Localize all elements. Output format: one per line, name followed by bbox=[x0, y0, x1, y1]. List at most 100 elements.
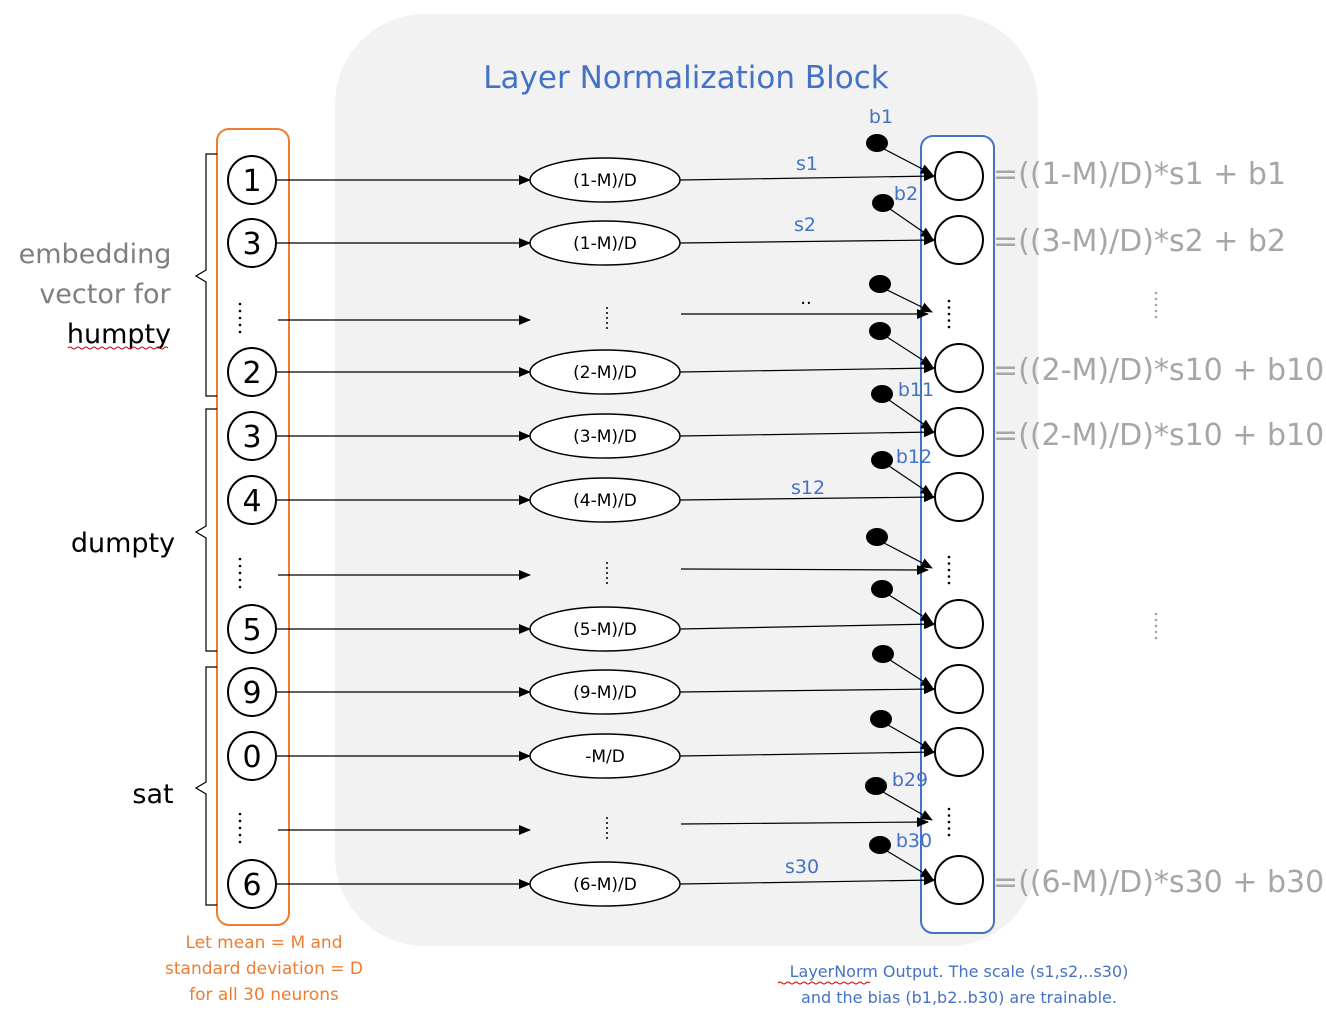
bias-label: b11 bbox=[898, 379, 934, 401]
norm-node-label: (1-M)/D bbox=[573, 234, 637, 254]
output-ellipsis-dot bbox=[947, 814, 951, 817]
bias-arrow bbox=[888, 594, 933, 623]
left-note-line: for all 30 neurons bbox=[189, 985, 339, 1005]
bias-arrow bbox=[882, 791, 933, 821]
scale-label: s12 bbox=[791, 477, 825, 499]
group-label-sat: sat bbox=[132, 779, 173, 810]
bias-arrow bbox=[886, 336, 933, 367]
output-neuron bbox=[934, 343, 984, 393]
group-label-line: embedding bbox=[19, 239, 172, 270]
brace-dumpty bbox=[194, 408, 217, 652]
input-ellipsis-dot bbox=[238, 330, 242, 334]
output-ellipsis-dot bbox=[947, 319, 951, 322]
bias-arrow bbox=[887, 724, 933, 751]
norm-ellipsis-dot bbox=[606, 322, 608, 324]
scale-label: .. bbox=[800, 288, 811, 309]
bias-dot bbox=[866, 134, 888, 152]
norm-ellipsis-dot bbox=[606, 582, 608, 584]
norm-ellipsis-dot bbox=[606, 822, 608, 824]
group-label-line: humpty bbox=[67, 319, 171, 350]
bias-arrow bbox=[889, 208, 933, 239]
scale-arrow bbox=[679, 235, 936, 246]
bias-label: b12 bbox=[896, 446, 932, 468]
input-neuron-value: 2 bbox=[242, 356, 261, 391]
bias-arrow bbox=[886, 850, 933, 879]
output-formula: =((2-M)/D)*s10 + b10 bbox=[993, 353, 1324, 388]
bias-label: b29 bbox=[892, 769, 928, 791]
norm-node-label: (6-M)/D bbox=[573, 875, 637, 895]
input-ellipsis-dot bbox=[238, 585, 242, 589]
output-ellipsis-dot bbox=[947, 555, 951, 559]
bias-dot bbox=[865, 777, 887, 795]
norm-ellipsis-dot bbox=[606, 312, 608, 314]
bias-arrow bbox=[889, 659, 933, 688]
left-note-line: standard deviation = D bbox=[165, 959, 363, 979]
input-ellipsis-dot bbox=[238, 564, 242, 568]
bias-dot bbox=[872, 645, 894, 663]
input-neuron-value: 3 bbox=[242, 420, 261, 455]
norm-ellipsis-dot bbox=[606, 832, 608, 834]
norm-ellipsis-dot bbox=[606, 307, 608, 309]
bias-dot bbox=[871, 451, 893, 469]
group-label-dumpty: dumpty bbox=[71, 528, 175, 559]
formula-ellipsis bbox=[1154, 612, 1158, 640]
output-ellipsis-dot bbox=[947, 807, 951, 811]
output-neurons bbox=[934, 151, 984, 905]
scale-arrow bbox=[679, 427, 936, 438]
output-ellipsis-dot bbox=[947, 306, 951, 309]
rows: 1(1-M)/D3(1-M)/D2(2-M)/D3(3-M)/D4(4-M)/D… bbox=[227, 155, 936, 909]
norm-ellipsis-dot bbox=[606, 827, 608, 829]
output-formula: =((6-M)/D)*s30 + b30 bbox=[993, 865, 1324, 900]
norm-node-label: -M/D bbox=[585, 747, 625, 767]
input-ellipsis-dot bbox=[238, 833, 242, 837]
output-ellipsis-dot bbox=[947, 562, 951, 565]
right-note-line: and the bias (b1,b2..b30) are trainable. bbox=[801, 988, 1117, 1007]
bias-arrow bbox=[883, 148, 933, 175]
scale-arrow bbox=[679, 684, 936, 695]
scale-arrow bbox=[679, 619, 936, 630]
bias-arrow bbox=[886, 289, 933, 313]
bias-dot bbox=[871, 580, 893, 598]
norm-ellipsis-dot bbox=[606, 837, 608, 839]
bias-dot bbox=[869, 322, 891, 340]
scale-arrow bbox=[679, 875, 936, 886]
brace-sat bbox=[194, 666, 217, 906]
bias-dot bbox=[870, 710, 892, 728]
output-ellipsis-dot bbox=[947, 299, 951, 303]
input-ellipsis-dot bbox=[238, 819, 242, 823]
input-ellipsis-dot bbox=[238, 578, 242, 582]
input-ellipsis-dot bbox=[238, 571, 242, 575]
scale-arrow bbox=[679, 171, 936, 182]
norm-node-label: (3-M)/D bbox=[573, 427, 637, 447]
bias-arrow bbox=[888, 399, 933, 431]
norm-ellipsis-dot bbox=[606, 562, 608, 564]
input-neuron-value: 6 bbox=[242, 868, 261, 903]
norm-node-label: (2-M)/D bbox=[573, 363, 637, 383]
spellcheck-underline bbox=[777, 981, 871, 985]
output-neuron bbox=[934, 855, 984, 905]
norm-node-label: (5-M)/D bbox=[573, 620, 637, 640]
scale-arrow bbox=[679, 363, 936, 374]
output-neuron bbox=[934, 407, 984, 457]
input-neuron-value: 0 bbox=[242, 740, 261, 775]
input-neuron-value: 1 bbox=[242, 164, 261, 199]
bias-dot bbox=[866, 528, 888, 546]
output-ellipsis-dot bbox=[947, 568, 951, 572]
left-note-line: Let mean = M and bbox=[185, 933, 342, 953]
input-neuron-value: 9 bbox=[242, 676, 261, 711]
norm-node-label: (9-M)/D bbox=[573, 683, 637, 703]
brace-humpty bbox=[194, 153, 217, 397]
output-ellipsis-dot bbox=[947, 325, 951, 329]
bias-dot bbox=[869, 275, 891, 293]
output-ellipsis-dot bbox=[947, 820, 951, 824]
input-ellipsis-dot bbox=[238, 840, 242, 844]
output-ellipsis-dot bbox=[947, 581, 951, 585]
scale-label: s30 bbox=[785, 856, 819, 878]
block-title: Layer Normalization Block bbox=[483, 60, 888, 96]
norm-ellipsis-dot bbox=[606, 317, 608, 319]
bias-dot bbox=[869, 836, 891, 854]
spellcheck-underline bbox=[67, 346, 169, 350]
formula-ellipsis bbox=[1154, 291, 1158, 319]
bias-dot bbox=[872, 194, 894, 212]
bias-label: b1 bbox=[869, 106, 893, 128]
